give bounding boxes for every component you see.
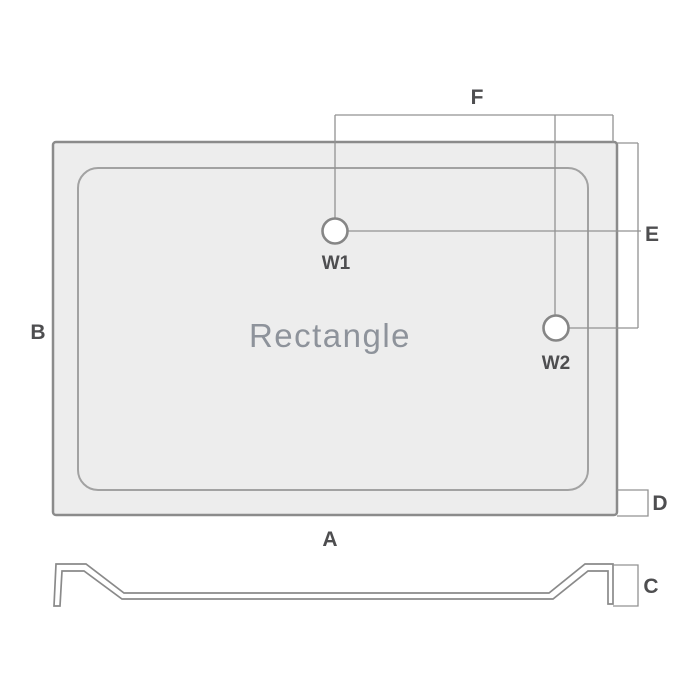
dimension-e-label: E — [645, 223, 659, 246]
waste-w1-circle — [321, 217, 349, 245]
dimension-c-label: C — [643, 575, 658, 598]
cross-section-profile — [53, 563, 614, 607]
dimension-d-label: D — [652, 492, 667, 515]
dimension-b-label: B — [30, 321, 45, 344]
dimension-c-bracket — [613, 564, 639, 607]
waste-w1-label: W1 — [322, 253, 351, 274]
waste-w2-label: W2 — [542, 353, 571, 374]
dimension-f-label: F — [471, 86, 484, 109]
dimension-d-bracket — [617, 489, 649, 517]
waste-w2-circle — [542, 314, 570, 342]
dimension-f-lines — [334, 114, 614, 316]
tray-inner-bowl-outline — [77, 167, 589, 491]
tray-shape-title: Rectangle — [249, 317, 411, 354]
dimension-a-label: A — [322, 528, 337, 551]
dimension-e-bracket — [569, 142, 639, 329]
